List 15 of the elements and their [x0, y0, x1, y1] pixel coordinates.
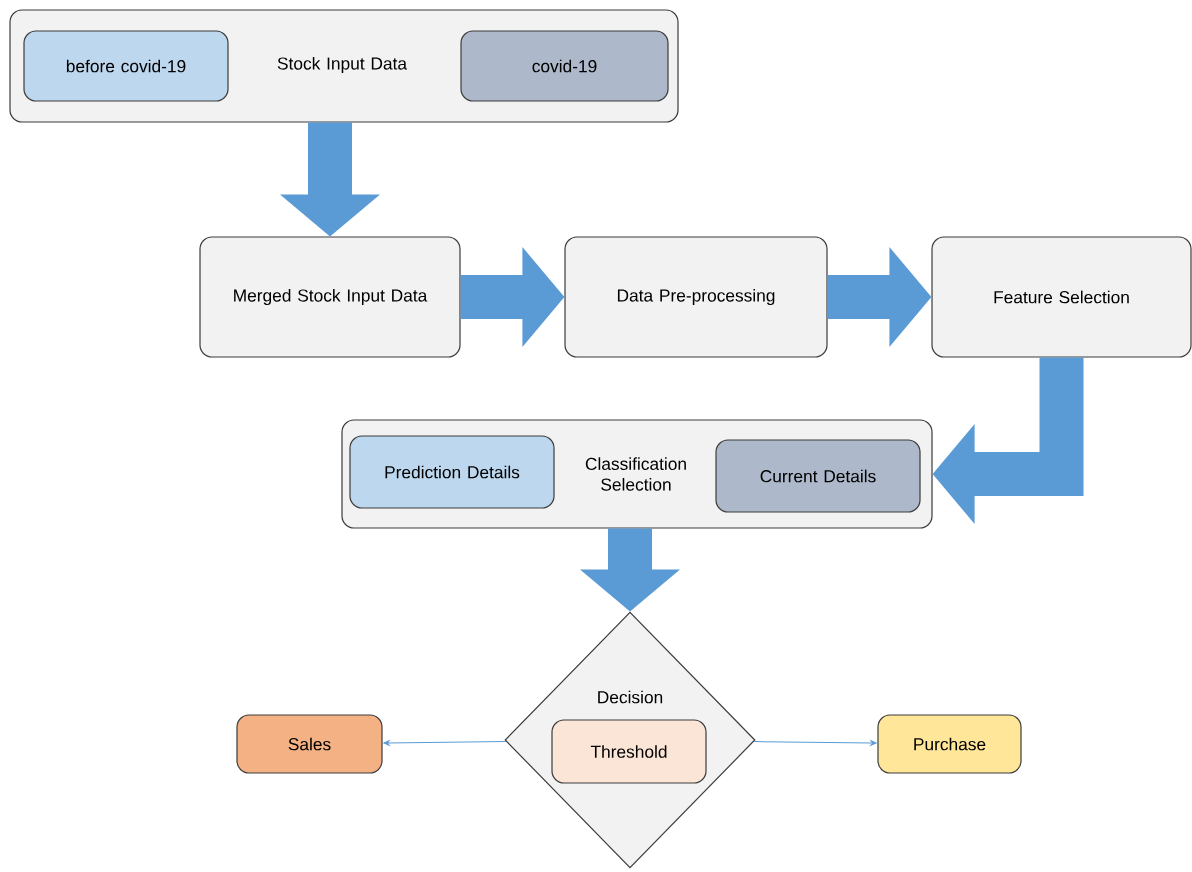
process-box: Merged Stock Input Data: [199, 236, 461, 358]
process-box: Sales: [236, 714, 383, 774]
block-arrow: [280, 122, 380, 237]
block-arrow: [827, 247, 932, 347]
process-box: before covid-19: [23, 30, 229, 102]
process-box: Prediction Details: [349, 435, 555, 509]
process-box: Purchase: [877, 714, 1022, 774]
process-box: Current Details: [715, 439, 921, 513]
block-arrow: [580, 528, 680, 612]
process-box: Data Pre-processing: [564, 236, 828, 358]
process-box: Feature Selection: [931, 236, 1192, 358]
process-box: covid-19: [460, 30, 669, 102]
process-box: Threshold: [551, 719, 707, 784]
block-arrow: [932, 357, 1084, 524]
block-arrow: [460, 247, 565, 347]
